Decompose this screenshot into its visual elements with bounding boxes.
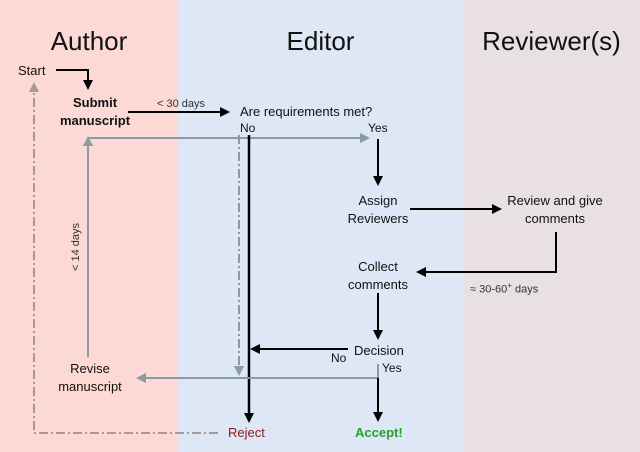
label-decision-yes: Yes: [382, 361, 402, 375]
arrow-start-to-submit: [56, 69, 93, 90]
arrow-reject-to-start-dashed: [29, 82, 218, 434]
node-decision: Decision: [354, 343, 404, 358]
editor-lane: [178, 0, 463, 452]
node-revise-manuscript: Revise manuscript: [52, 360, 128, 396]
node-assign-line1: Assign: [358, 193, 398, 208]
node-review-line2: comments: [525, 211, 585, 226]
reviewer-lane: [463, 0, 640, 452]
node-assign-reviewers: Assign Reviewers: [340, 192, 416, 228]
review-time-suffix: days: [511, 283, 539, 296]
node-submit-line2: manuscript: [59, 113, 131, 128]
node-accept: Accept!: [355, 425, 403, 440]
node-revise-line2: manuscript: [58, 379, 122, 394]
node-revise-line1: Revise: [70, 361, 110, 376]
node-review: Review and give comments: [500, 192, 610, 228]
node-reject: Reject: [228, 425, 265, 440]
review-time-prefix: ≈ 30-60: [470, 283, 508, 296]
node-collect-line1: Collect: [358, 259, 398, 274]
lane-title-author: Author: [50, 26, 128, 56]
node-submit-line1: Submit: [72, 95, 118, 110]
node-review-line1: Review and give: [507, 193, 603, 208]
node-requirements: Are requirements met?: [240, 104, 373, 119]
label-decision-no: No: [331, 351, 347, 365]
node-collect-line2: comments: [348, 277, 408, 292]
node-collect-comments: Collect comments: [340, 258, 416, 294]
node-submit: Submit manuscript: [58, 94, 132, 130]
lane-title-reviewers: Reviewer(s): [482, 26, 621, 56]
lane-title-editor: Editor: [286, 26, 355, 56]
edge-label-submit-time: < 30 days: [157, 98, 206, 110]
node-start: Start: [18, 63, 46, 78]
label-requirements-yes: Yes: [368, 121, 388, 135]
edge-label-revise-time: < 14 days: [70, 222, 83, 272]
edge-label-review-time: ≈ 30-60+ days: [470, 277, 538, 299]
review-time-sup: +: [507, 281, 512, 290]
node-assign-line2: Reviewers: [347, 211, 409, 226]
arrow-review-to-collect: [416, 232, 557, 277]
label-requirements-no: No: [240, 121, 256, 135]
